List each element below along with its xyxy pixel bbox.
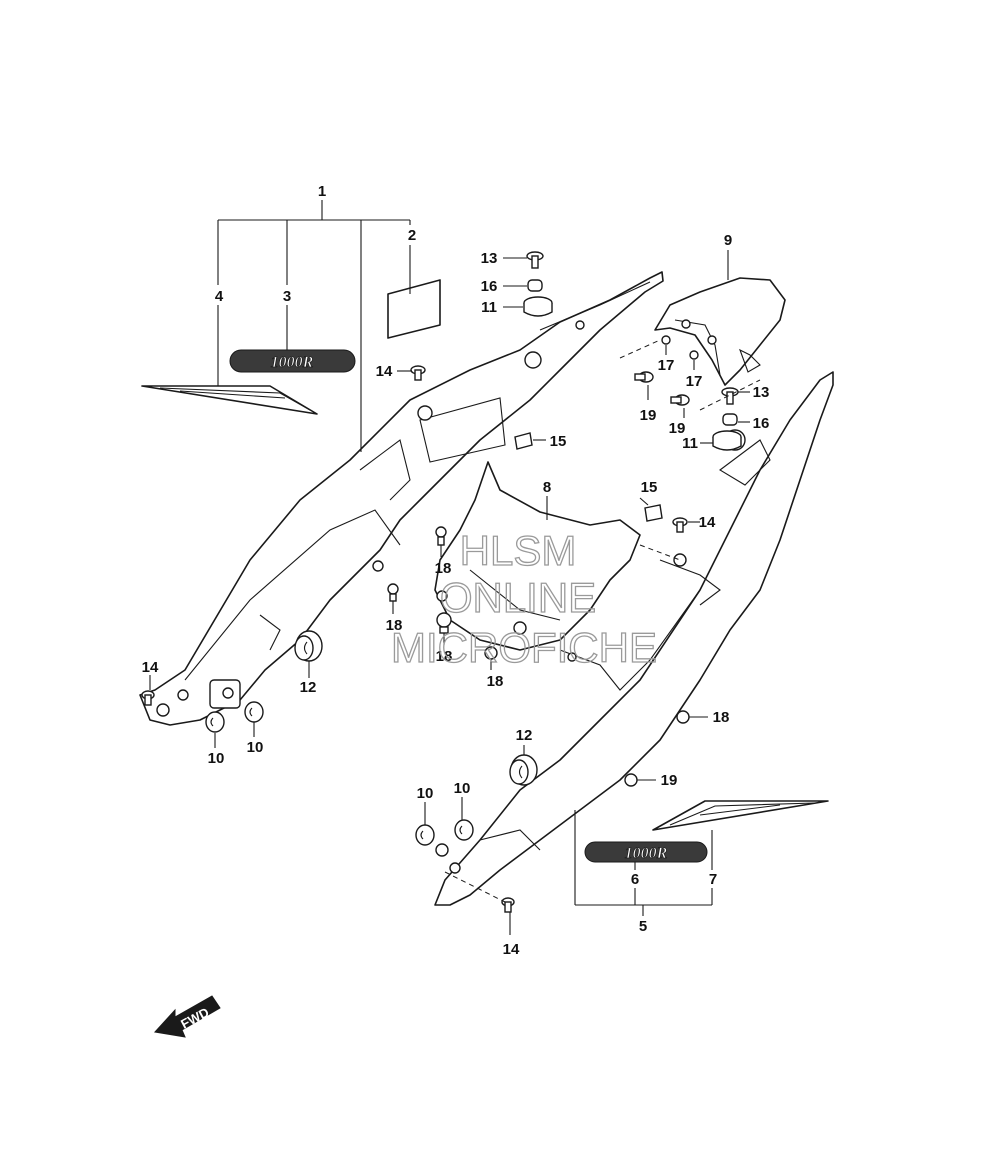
callout-numbers: 1 2 3 4 5 6 7 8 9 10 10 10 10 11 11 12 1… bbox=[142, 183, 770, 958]
callout-8: 8 bbox=[543, 479, 551, 496]
left-stripe-decal bbox=[141, 385, 318, 415]
bushing-12-left bbox=[294, 630, 323, 662]
callout-18c: 18 bbox=[436, 648, 453, 665]
right-1000r-decal: 1000R bbox=[584, 841, 708, 863]
callout-7: 7 bbox=[709, 871, 717, 888]
callout-12a: 12 bbox=[300, 679, 317, 696]
callout-14d: 14 bbox=[503, 941, 520, 958]
callout-3: 3 bbox=[283, 288, 291, 305]
callout-18a: 18 bbox=[435, 560, 452, 577]
callout-4: 4 bbox=[215, 288, 224, 305]
damper-10-a bbox=[205, 711, 225, 733]
screw-14-a bbox=[410, 365, 426, 381]
callout-10a: 10 bbox=[208, 750, 225, 767]
callout-6: 6 bbox=[631, 871, 639, 888]
clip-17-a bbox=[661, 335, 671, 345]
leader-lines bbox=[149, 200, 761, 935]
callout-14b: 14 bbox=[699, 514, 716, 531]
callout-14c: 14 bbox=[142, 659, 159, 676]
screw-13-top bbox=[526, 251, 544, 269]
callout-16b: 16 bbox=[753, 415, 770, 432]
fwd-label: FWD bbox=[178, 1004, 211, 1031]
clip-17-b bbox=[689, 350, 699, 360]
warning-label bbox=[387, 279, 441, 339]
watermark-line1: HLSM bbox=[460, 527, 577, 574]
watermark-line3: MICROFICHE bbox=[391, 624, 657, 671]
callout-18f: 19 bbox=[661, 772, 678, 789]
callout-15a: 15 bbox=[550, 433, 567, 450]
rivet-18-f bbox=[624, 773, 638, 787]
grommet-11-right bbox=[712, 430, 742, 451]
callout-11a: 11 bbox=[481, 299, 497, 316]
damper-10-b bbox=[244, 701, 264, 723]
callout-18d: 18 bbox=[487, 673, 504, 690]
fwd-arrow-icon: FWD bbox=[154, 995, 221, 1038]
left-frame-cover bbox=[139, 271, 664, 726]
callout-13b: 13 bbox=[753, 384, 770, 401]
callout-5: 5 bbox=[639, 918, 647, 935]
left-decal-text: 1000R bbox=[271, 354, 314, 371]
screw-19-b bbox=[670, 394, 690, 406]
callout-11b: 11 bbox=[682, 435, 698, 452]
callout-10d: 10 bbox=[454, 780, 471, 797]
center-panel bbox=[434, 461, 641, 651]
hardware bbox=[141, 251, 742, 913]
collar-16-top bbox=[527, 279, 543, 292]
callout-1: 1 bbox=[318, 183, 326, 200]
bushing-12-right bbox=[509, 754, 538, 786]
rivet-18-b bbox=[387, 583, 399, 602]
nut-15-a bbox=[514, 432, 533, 450]
rivet-18-e bbox=[676, 710, 690, 724]
grommet-11-top bbox=[523, 296, 553, 317]
seat-cowl bbox=[654, 277, 786, 386]
screw-14-b bbox=[672, 517, 688, 533]
callout-12b: 12 bbox=[516, 727, 533, 744]
callout-9: 9 bbox=[724, 232, 732, 249]
callout-10c: 10 bbox=[417, 785, 434, 802]
callout-2: 2 bbox=[408, 227, 416, 244]
rivet-18-a bbox=[435, 526, 447, 546]
damper-10-d bbox=[454, 819, 474, 841]
callout-10b: 10 bbox=[247, 739, 264, 756]
screw-14-d bbox=[501, 897, 515, 913]
right-decal-text: 1000R bbox=[625, 845, 668, 862]
callout-14a: 14 bbox=[376, 363, 393, 380]
nut-15-b bbox=[644, 504, 663, 522]
callout-16a: 16 bbox=[481, 278, 498, 295]
callout-15b: 15 bbox=[641, 479, 658, 496]
screw-14-c bbox=[141, 690, 155, 706]
right-stripe-decal bbox=[652, 800, 829, 831]
rivet-18-c bbox=[436, 612, 452, 634]
screw-19-a bbox=[634, 371, 654, 383]
left-1000r-decal: 1000R bbox=[229, 349, 356, 373]
damper-10-c bbox=[415, 824, 435, 846]
callout-17a: 17 bbox=[658, 357, 675, 374]
collar-16-right bbox=[722, 413, 738, 426]
screw-13-right bbox=[721, 387, 739, 405]
callout-19a: 19 bbox=[640, 407, 657, 424]
callout-18b: 18 bbox=[386, 617, 403, 634]
callout-19b: 19 bbox=[669, 420, 686, 437]
callout-17b: 17 bbox=[686, 373, 703, 390]
watermark-line2: ONLINE bbox=[440, 574, 596, 621]
callout-18e: 18 bbox=[713, 709, 730, 726]
watermark: HLSM ONLINE MICROFICHE bbox=[390, 526, 657, 671]
callout-13a: 13 bbox=[481, 250, 498, 267]
